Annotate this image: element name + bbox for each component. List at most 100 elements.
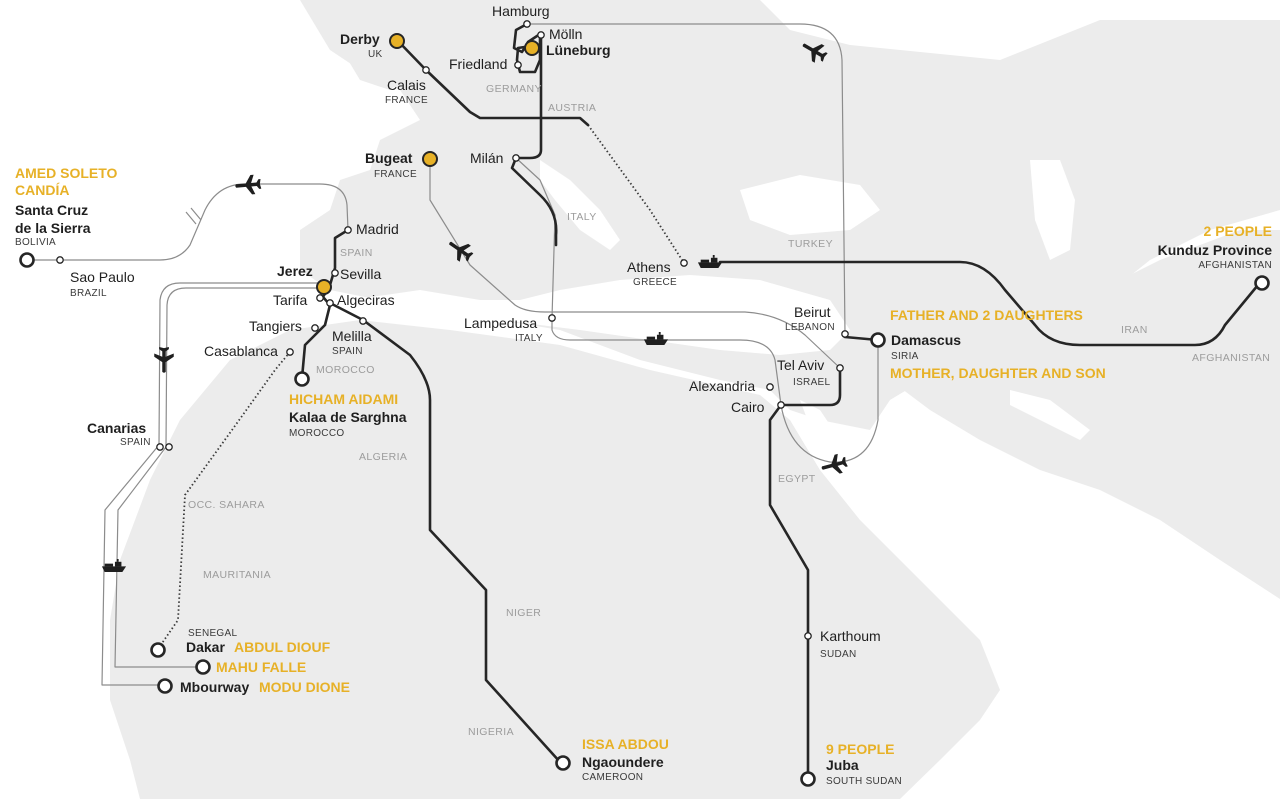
route-break-marks bbox=[185, 207, 202, 225]
endpoint-stops bbox=[19, 252, 1270, 787]
label-lampedusa: Lampedusa bbox=[464, 315, 537, 331]
stop-cairo bbox=[777, 401, 785, 409]
persian-gulf bbox=[1010, 390, 1090, 440]
label-ngaoundere-country: CAMEROON bbox=[582, 772, 643, 783]
endpoint-ngaoundere bbox=[555, 755, 571, 771]
stop-canarias-a bbox=[156, 443, 164, 451]
label-friedland: Friedland bbox=[449, 56, 507, 72]
endpoint-kunduz bbox=[1254, 275, 1270, 291]
middle-east-landmass bbox=[860, 230, 1280, 599]
label-algeciras: Algeciras bbox=[337, 292, 395, 308]
endpoint-kalaa bbox=[294, 371, 310, 387]
route-austria-athens-dotted bbox=[587, 124, 685, 264]
stop-casablanca bbox=[286, 348, 294, 356]
plane-icon bbox=[234, 174, 262, 196]
label-lampedusa-country: ITALY bbox=[515, 333, 543, 344]
label-derby: Derby bbox=[340, 31, 380, 47]
country-occ-sahara: OCC. SAHARA bbox=[188, 499, 265, 511]
route-casablanca-dakar-dotted bbox=[157, 351, 291, 650]
country-labels: GERMANY AUSTRIA ITALY SPAIN MOROCCO ALGE… bbox=[188, 83, 1270, 738]
people-mother: MOTHER, DAUGHTER AND SON bbox=[890, 365, 1106, 381]
adriatic-sea bbox=[540, 160, 620, 250]
label-mbourway: Mbourway bbox=[180, 679, 249, 695]
route-athens-kunduz bbox=[718, 260, 1260, 347]
stop-lampedusa bbox=[548, 314, 556, 322]
mediterranean-sea bbox=[350, 275, 850, 355]
endpoint-mahu bbox=[195, 659, 211, 675]
stop-karthoum bbox=[804, 632, 812, 640]
label-derby-country: UK bbox=[368, 49, 383, 60]
label-casablanca: Casablanca bbox=[204, 343, 278, 359]
endpoint-juba bbox=[800, 771, 816, 787]
people-two: 2 PEOPLE bbox=[1204, 223, 1272, 239]
country-austria: AUSTRIA bbox=[548, 102, 596, 114]
people-nine: 9 PEOPLE bbox=[826, 741, 894, 757]
stop-hamburg bbox=[523, 20, 531, 28]
label-tangiers: Tangiers bbox=[249, 318, 302, 334]
people-labels: AMED SOLETO CANDÍA HICHAM AIDAMI ABDUL D… bbox=[15, 165, 1272, 757]
route-cairo-tel-aviv bbox=[779, 366, 842, 407]
label-melilla: Melilla bbox=[332, 328, 372, 344]
route-algeciras-ngaoundere bbox=[328, 301, 562, 764]
country-nigeria: NIGERIA bbox=[468, 726, 514, 738]
country-iran: IRAN bbox=[1121, 324, 1148, 336]
label-tel-aviv: Tel Aviv bbox=[777, 357, 824, 373]
label-jerez: Jerez bbox=[277, 263, 313, 279]
destination-bugeat bbox=[422, 151, 438, 167]
label-luneburg: Lüneburg bbox=[546, 42, 611, 58]
label-karthoum: Karthoum bbox=[820, 628, 881, 644]
country-niger: NIGER bbox=[506, 607, 541, 619]
label-milan: Milán bbox=[470, 150, 503, 166]
label-bugeat-country: FRANCE bbox=[374, 169, 417, 180]
route-bugeat-tel-aviv bbox=[429, 164, 841, 369]
stop-tarifa bbox=[316, 294, 324, 302]
place-labels: Hamburg Mölln Lüneburg Friedland Derby U… bbox=[15, 3, 1272, 787]
stop-beirut bbox=[841, 330, 849, 338]
stop-sevilla bbox=[331, 269, 339, 277]
stop-tangiers bbox=[311, 324, 319, 332]
route-canarias-mbourway-a bbox=[101, 282, 323, 686]
stop-algeciras bbox=[326, 299, 334, 307]
label-athens: Athens bbox=[627, 259, 671, 275]
destination-stops bbox=[316, 33, 540, 295]
country-italy: ITALY bbox=[567, 211, 597, 223]
sea-areas bbox=[350, 160, 1090, 540]
stop-sao-paulo bbox=[56, 256, 64, 264]
stop-calais bbox=[422, 66, 430, 74]
label-melilla-country: SPAIN bbox=[332, 346, 363, 357]
dotted-routes bbox=[157, 124, 685, 650]
country-morocco: MOROCCO bbox=[316, 364, 375, 376]
label-damascus-country: SIRIA bbox=[891, 351, 919, 362]
people-amed-2: CANDÍA bbox=[15, 182, 69, 198]
stop-canarias-b bbox=[165, 443, 173, 451]
africa-landmass bbox=[110, 320, 1000, 799]
label-madrid: Madrid bbox=[356, 221, 399, 237]
label-kalaa: Kalaa de Sarghna bbox=[289, 409, 407, 425]
stop-athens bbox=[680, 259, 688, 267]
route-canarias-mbourway-b bbox=[114, 287, 323, 668]
label-athens-country: GREECE bbox=[633, 277, 677, 288]
endpoint-santa-cruz bbox=[19, 252, 35, 268]
label-molln: Mölln bbox=[549, 26, 582, 42]
people-issa: ISSA ABDOU bbox=[582, 736, 669, 752]
endpoint-damascus bbox=[870, 332, 886, 348]
stop-friedland bbox=[514, 61, 522, 69]
label-hamburg: Hamburg bbox=[492, 3, 550, 19]
route-cairo-damascus-plane bbox=[780, 339, 879, 463]
people-abdul: ABDUL DIOUF bbox=[234, 639, 331, 655]
country-algeria: ALGERIA bbox=[359, 451, 407, 463]
country-spain: SPAIN bbox=[340, 247, 373, 259]
label-senegal: SENEGAL bbox=[188, 628, 237, 639]
label-beirut-country: LEBANON bbox=[785, 322, 835, 333]
country-egypt: EGYPT bbox=[778, 473, 816, 485]
destination-derby bbox=[389, 33, 405, 49]
label-calais: Calais bbox=[387, 77, 426, 93]
people-father: FATHER AND 2 DAUGHTERS bbox=[890, 307, 1083, 323]
country-mauritania: MAURITANIA bbox=[203, 569, 271, 581]
label-beirut: Beirut bbox=[794, 304, 831, 320]
stop-melilla bbox=[359, 317, 367, 325]
people-mahu: MAHU FALLE bbox=[216, 659, 306, 675]
destination-luneburg bbox=[524, 40, 540, 56]
small-stops bbox=[56, 20, 849, 640]
endpoint-mbourway bbox=[157, 678, 173, 694]
